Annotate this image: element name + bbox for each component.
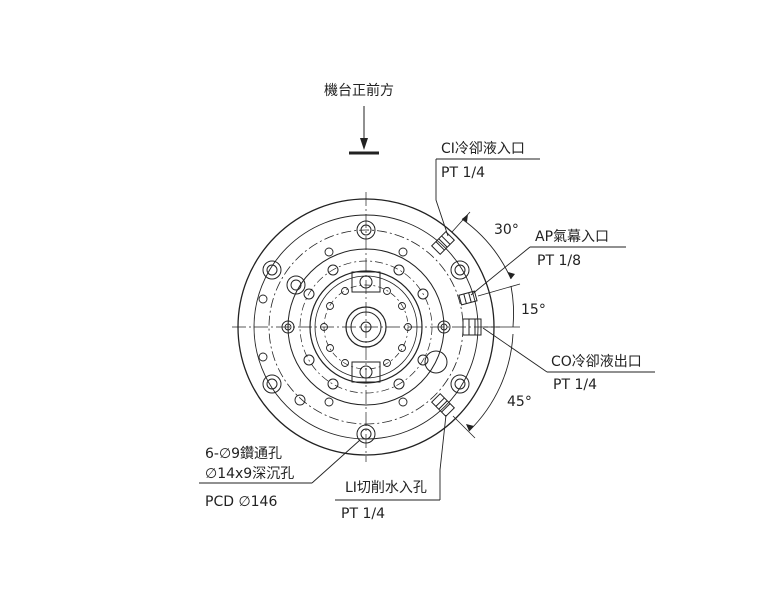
side-hole-right-inner — [440, 323, 448, 331]
extension-line-li — [452, 415, 476, 439]
counterbore-hole — [262, 374, 282, 394]
li-port — [430, 392, 456, 418]
ap-port-name: AP氣幕入口 — [535, 229, 609, 245]
spindle-housing-outer — [309, 270, 423, 384]
spindle-nose-middle — [350, 311, 382, 343]
nose-bolt-holes — [320, 287, 412, 367]
nose-bolt-hole — [320, 323, 328, 331]
small-hole — [258, 294, 268, 304]
small-hole — [324, 397, 334, 407]
large-feature-hole — [286, 275, 306, 295]
li-port-thread: PT 1/4 — [341, 506, 385, 522]
li-port-name: LI切削水入孔 — [345, 480, 427, 496]
flange — [232, 192, 500, 462]
front-direction-indicator: 機台正前方 — [324, 82, 394, 155]
side-hole-right — [437, 320, 451, 334]
co-port-thread: PT 1/4 — [553, 377, 597, 393]
co-leader-line — [482, 327, 548, 373]
inner-bolt-circle — [299, 260, 433, 394]
angle-arc-30 — [461, 218, 512, 280]
li-callout: LI切削水入孔 PT 1/4 — [335, 414, 447, 522]
spindle-bore — [360, 321, 372, 333]
side-hole-left-inner — [284, 323, 292, 331]
li-leader-line — [439, 414, 447, 500]
spindle-nose-outer — [345, 306, 387, 348]
angle-label-15: 15° — [521, 302, 546, 318]
large-feature-hole-lower — [424, 350, 448, 374]
co-port — [462, 318, 482, 336]
front-arrow-head — [360, 138, 368, 150]
nose-bolt-hole — [326, 344, 334, 352]
nose-bolt-hole — [383, 359, 391, 367]
inner-bolt-hole — [303, 288, 315, 300]
angle-arc-15 — [510, 285, 515, 328]
co-port-name: CO冷卻液出口 — [551, 354, 642, 370]
inner-bolt-hole — [393, 264, 405, 276]
ap-port — [458, 290, 478, 306]
angle-arc-45 — [468, 333, 514, 432]
pcd-label: PCD ∅146 — [205, 494, 277, 510]
co-callout: CO冷卻液出口 PT 1/4 — [482, 327, 655, 393]
small-hole — [398, 397, 408, 407]
hole-spec-leader-line — [311, 439, 361, 484]
front-label: 機台正前方 — [324, 82, 394, 99]
counterbored-mounting-holes — [262, 220, 470, 444]
inner-bolt-hole — [393, 378, 405, 390]
ap-leader-line — [470, 246, 531, 296]
nose-bolt-circle — [323, 284, 409, 370]
small-hole — [398, 247, 408, 257]
ci-port-name: CI冷卻液入口 — [441, 141, 525, 157]
ap-port-thread: PT 1/8 — [537, 253, 581, 269]
large-feature-hole-inner — [290, 279, 302, 291]
nose-bolt-hole — [341, 359, 349, 367]
ci-leader-line — [435, 159, 449, 237]
side-hole-left — [281, 320, 295, 334]
counterbore-hole — [262, 260, 282, 280]
drive-key-top-screw — [359, 275, 373, 289]
counterbore-hole — [356, 424, 376, 444]
inner-bolt-hole — [417, 354, 429, 366]
inner-bolt-hole — [327, 264, 339, 276]
nose-bolt-hole — [404, 323, 412, 331]
angle-label-30: 30° — [494, 222, 519, 238]
inner-bolt-hole — [303, 354, 315, 366]
hole-spec-drill: 6-∅9鑽通孔 — [205, 446, 282, 462]
hole-spec-counterbore: ∅14x9深沉孔 — [205, 466, 294, 482]
inner-bolt-holes — [303, 264, 429, 390]
small-hole — [294, 394, 306, 406]
angle-label-45: 45° — [507, 394, 532, 410]
drive-key-bottom-screw — [359, 365, 373, 379]
angle-dimensions: 30° 15° 45° — [451, 211, 546, 439]
drive-key-bottom — [351, 361, 381, 383]
small-hole — [258, 352, 268, 362]
counterbore-hole — [356, 220, 376, 240]
inner-bolt-hole — [417, 288, 429, 300]
hole-spec-callout: 6-∅9鑽通孔 ∅14x9深沉孔 PCD ∅146 — [199, 439, 361, 510]
small-hole — [324, 247, 334, 257]
extension-line-ap — [477, 283, 521, 297]
ap-callout: AP氣幕入口 PT 1/8 — [470, 229, 626, 296]
counterbore-hole — [450, 374, 470, 394]
nose-bolt-hole — [326, 302, 334, 310]
nose-bolt-hole — [383, 287, 391, 295]
nose-bolt-hole — [341, 287, 349, 295]
ci-callout: CI冷卻液入口 PT 1/4 — [435, 141, 540, 237]
ci-port-thread: PT 1/4 — [441, 165, 485, 181]
rim-ports — [430, 230, 482, 418]
nose-bolt-hole — [398, 344, 406, 352]
ci-port — [430, 230, 456, 256]
drive-key-top — [351, 271, 381, 293]
flange-mid-ring — [287, 248, 445, 406]
nose-bolt-hole — [398, 302, 406, 310]
counterbore-hole — [450, 260, 470, 280]
inner-bolt-hole — [327, 378, 339, 390]
